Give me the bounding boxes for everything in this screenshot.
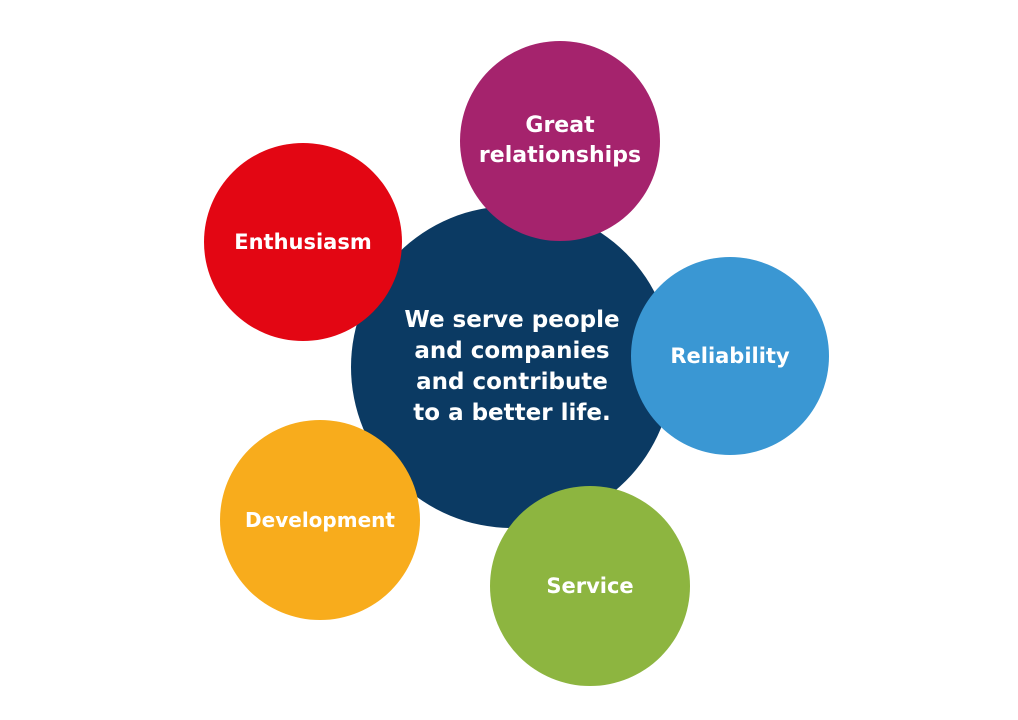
value-circle-great-relationships: Great relationships [460,41,660,241]
value-circle-enthusiasm: Enthusiasm [204,143,402,341]
center-statement: We serve people and companies and contri… [404,307,620,426]
value-circle-reliability: Reliability [631,257,829,455]
value-label-enthusiasm: Enthusiasm [234,230,372,254]
value-circle-service: Service [490,486,690,686]
value-circle-development: Development [220,420,420,620]
value-label-reliability: Reliability [670,344,790,368]
value-label-service: Service [546,574,634,598]
value-label-great-relationships: Great relationships [478,113,642,168]
value-label-development: Development [245,508,395,532]
